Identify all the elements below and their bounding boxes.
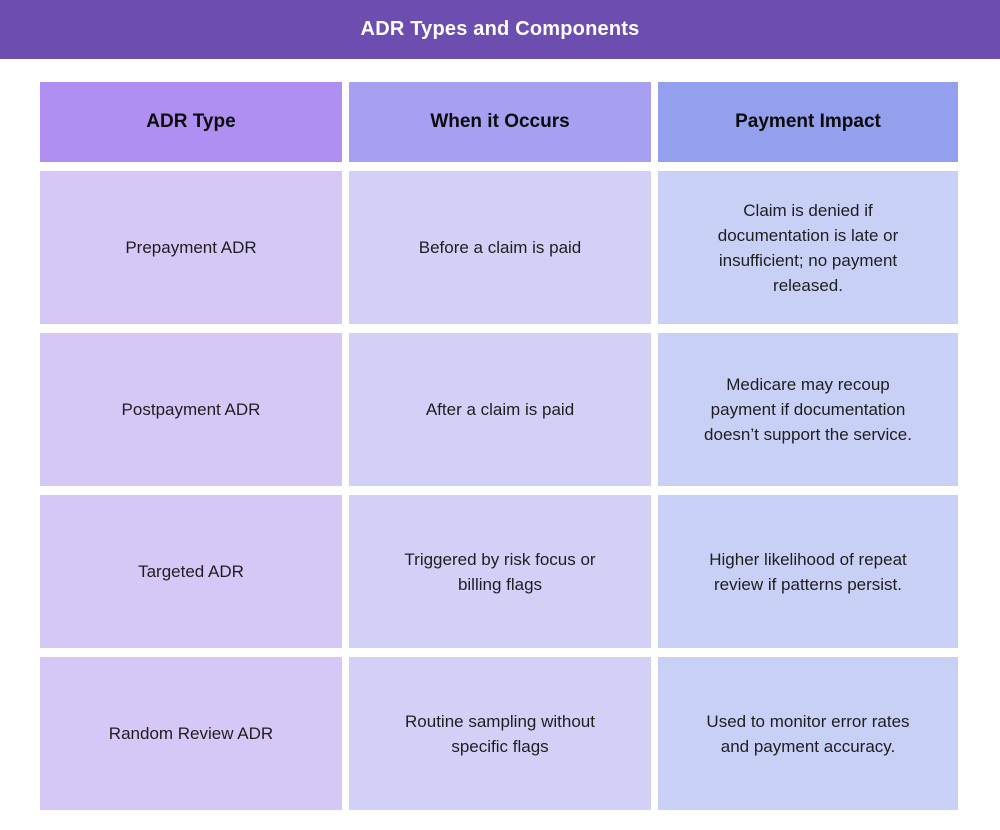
table-cell: Triggered by risk focus or billing flags (349, 495, 651, 648)
table-cell: Targeted ADR (40, 495, 342, 648)
table-cell: Higher likelihood of repeat review if pa… (658, 495, 958, 648)
table-cell: Used to monitor error rates and payment … (658, 657, 958, 810)
table-cell: Prepayment ADR (40, 171, 342, 324)
title-banner: ADR Types and Components (0, 0, 1000, 59)
table-cell: Before a claim is paid (349, 171, 651, 324)
table-cell: Claim is denied if documentation is late… (658, 171, 958, 324)
column-header-payment-impact: Payment Impact (658, 82, 958, 162)
column-header-when-it-occurs: When it Occurs (349, 82, 651, 162)
table-cell: After a claim is paid (349, 333, 651, 486)
table-cell: Postpayment ADR (40, 333, 342, 486)
table-cell: Medicare may recoup payment if documenta… (658, 333, 958, 486)
page-title: ADR Types and Components (360, 18, 640, 40)
table-cell: Random Review ADR (40, 657, 342, 810)
table-cell: Routine sampling without specific flags (349, 657, 651, 810)
column-header-adr-type: ADR Type (40, 82, 342, 162)
